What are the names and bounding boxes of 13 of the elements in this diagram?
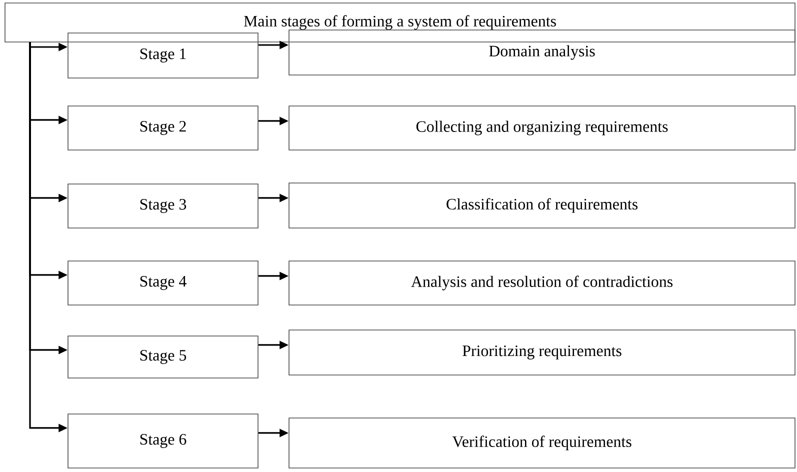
stage-box: Stage 1 — [68, 32, 258, 78]
stage-box: Stage 5 — [68, 336, 258, 378]
stage-box: Stage 3 — [68, 184, 258, 228]
description-box: Collecting and organizing requirements — [288, 106, 796, 150]
description-box: Verification of requirements — [288, 418, 796, 468]
description-box: Classification of requirements — [288, 182, 796, 228]
description-box: Analysis and resolution of contradictions — [288, 260, 796, 306]
title-box: Main stages of forming a system of requirements — [4, 2, 796, 42]
description-box: Prioritizing requirements — [288, 330, 796, 376]
stage-box: Stage 4 — [68, 260, 258, 306]
stage-box: Stage 6 — [68, 414, 258, 468]
stage-box: Stage 2 — [68, 106, 258, 150]
description-box: Domain analysis — [288, 30, 796, 76]
